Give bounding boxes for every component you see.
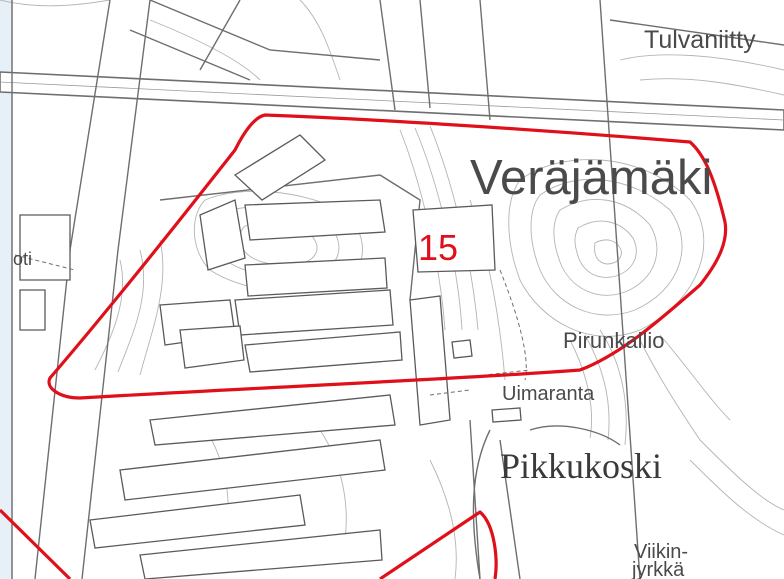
buildings: [19, 134, 522, 579]
label-edge-fragment: oti: [13, 249, 32, 269]
area-boundaries: [0, 113, 728, 579]
label-rapids: Pikkukoski: [500, 446, 662, 486]
left-edge-strip: [0, 0, 13, 579]
boundary-south: [379, 510, 498, 579]
boundary-area-15: [47, 113, 728, 400]
label-viikki-line1: Viikin-: [634, 541, 688, 563]
label-viikki-line2: jyrkkä: [631, 559, 685, 579]
label-area-name: Veräjämäki: [470, 151, 712, 205]
label-area-number: 15: [418, 227, 458, 268]
main-road-centerline: [0, 81, 784, 121]
boundary-southwest: [0, 508, 72, 579]
label-hill: Pirunkallio: [563, 328, 665, 353]
label-beach: Uimaranta: [502, 383, 595, 405]
label-street: Tulvaniitty: [644, 26, 756, 54]
